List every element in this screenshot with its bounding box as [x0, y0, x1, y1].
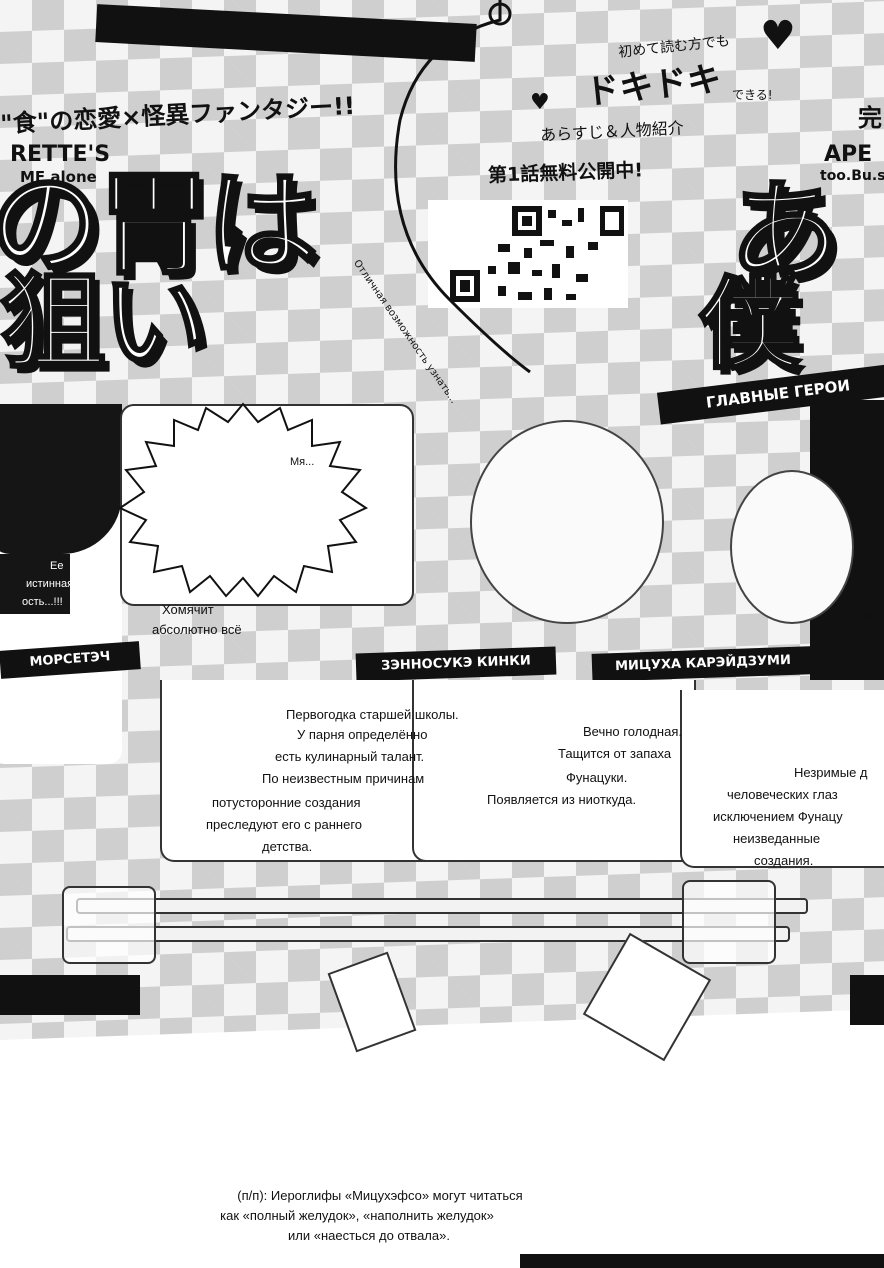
promo-dekiru: できる!	[732, 88, 773, 102]
character-face-mitsuha	[730, 470, 854, 624]
right-subtitle-en2: too.Bu.sto	[820, 168, 884, 184]
qr-code[interactable]	[428, 200, 628, 308]
left-caption-2: абсолютно всё	[152, 622, 242, 637]
right-title: あ	[729, 168, 842, 296]
left-subtitle-en2: ME alone	[20, 168, 97, 186]
bottom-edge-bar	[520, 1254, 884, 1268]
bottom-right-black-bar	[850, 975, 884, 1025]
right-subtitle-en: АРЕ	[824, 142, 873, 167]
bottom-left-black-bar	[0, 975, 140, 1015]
description-panel-spirits	[680, 690, 884, 868]
right-tagline: 完	[858, 104, 882, 132]
chopstick-rest-left	[62, 886, 156, 964]
left-title-2: 狙い	[0, 261, 210, 384]
translator-note-line-3: или «наесться до отвала».	[288, 1228, 450, 1243]
speech-burst	[117, 402, 369, 598]
translator-note-line-2: как «полный желудок», «наполнить желудок…	[220, 1208, 494, 1223]
left-subtitle-en: RETTE'S	[10, 142, 111, 167]
left-side-text-3: ость...!!!	[22, 596, 63, 608]
description-panel-mitsuha	[412, 680, 696, 862]
character-hair	[0, 404, 122, 554]
left-caption-1: Хомячит	[162, 602, 214, 617]
right-side-fragment: ли	[864, 610, 877, 622]
speech-text: Мя...	[290, 456, 315, 468]
character-face-zennosuke	[470, 420, 664, 624]
translator-note-line-1: (п/п): Иероглифы «Мицухэфсо» могут читат…	[237, 1188, 523, 1203]
left-side-text-2: истинная	[26, 578, 74, 590]
left-character-panel	[0, 404, 122, 764]
right-title-2: 僕	[699, 266, 802, 383]
chopstick-rest-right	[682, 880, 776, 964]
speech-arc	[394, 0, 531, 374]
left-title: の胃は	[0, 160, 320, 290]
character-hair-dark	[0, 554, 70, 614]
left-side-text-1: Ее	[50, 560, 64, 572]
heart-icon: ♥	[760, 13, 796, 59]
heart-icon-small: ♥	[530, 90, 550, 115]
